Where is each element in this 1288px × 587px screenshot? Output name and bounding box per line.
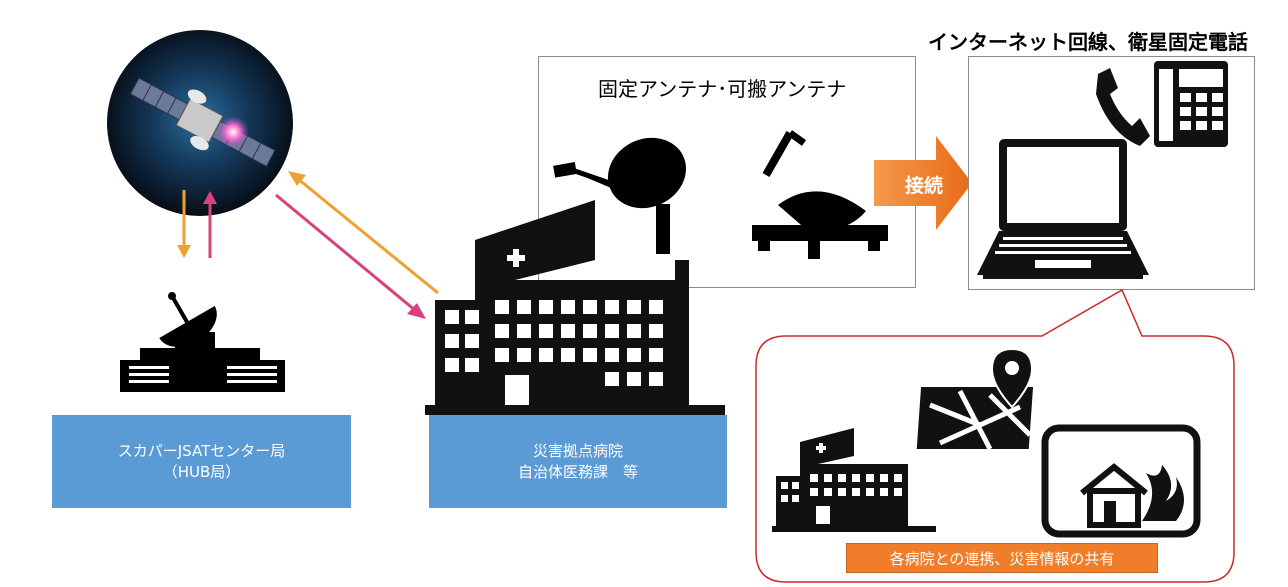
antenna-panel-title: 固定アンテナ･可搬アンテナ <box>598 77 847 101</box>
house-fire-icon <box>1041 424 1201 538</box>
desk-phone-icon <box>1154 61 1228 147</box>
downlink-arrow <box>177 190 191 258</box>
portable-antenna-icon <box>752 130 888 259</box>
hospital-name: 災害拠点病院 <box>532 441 623 460</box>
diagonal-arrows <box>275 171 439 319</box>
hospital-sub: 自治体医務課 等 <box>517 462 638 481</box>
small-hospital-icon <box>772 428 936 532</box>
center-station-sub: （HUB局） <box>162 462 241 481</box>
ground-station-dish-icon <box>120 292 285 392</box>
telephone-handset-icon <box>1096 68 1150 146</box>
uplink-arrow <box>203 191 217 258</box>
satellite-icon <box>107 30 293 216</box>
laptop-icon <box>977 139 1149 279</box>
center-station-label: スカパーJSATセンター局 （HUB局） <box>52 415 351 508</box>
hospital-label: 災害拠点病院 自治体医務課 等 <box>429 415 727 508</box>
connect-label: 接続 <box>904 175 943 197</box>
antenna-panel <box>538 56 916 288</box>
map-pin-icon <box>916 347 1034 451</box>
center-station-name: スカパーJSATセンター局 <box>117 441 286 460</box>
hospital-building-icon <box>425 200 725 415</box>
internet-panel-title: インターネット回線、衛星固定電話 <box>928 30 1248 54</box>
callout-caption: 各病院との連携、災害情報の共有 <box>846 543 1158 573</box>
fixed-antenna-icon <box>553 137 686 254</box>
connect-arrow <box>874 136 972 230</box>
